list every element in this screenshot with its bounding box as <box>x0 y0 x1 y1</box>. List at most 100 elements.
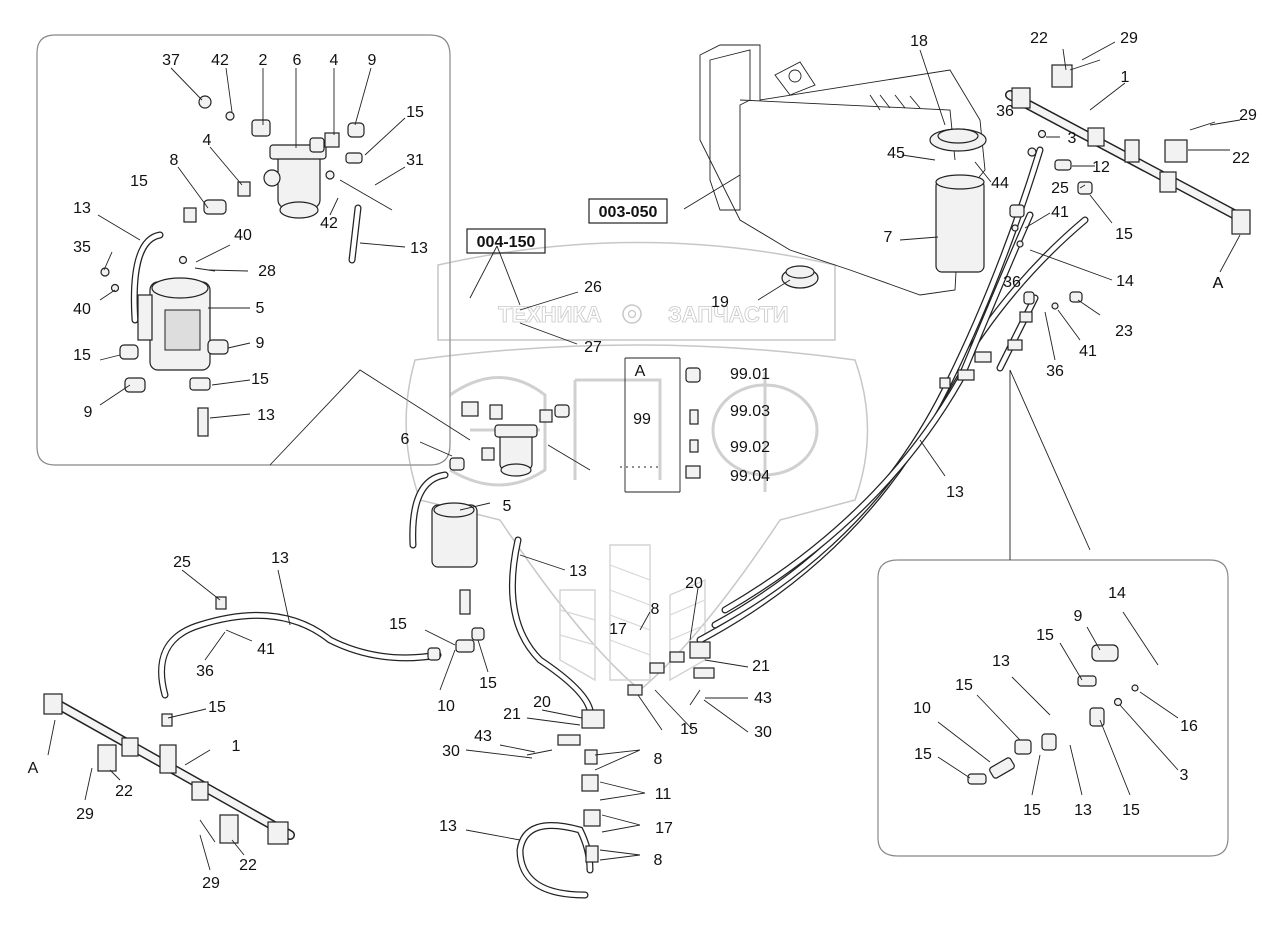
callout-rail-left: 36 <box>196 663 214 680</box>
watermark: ТЕХНИКА ЗАПЧАСТИ <box>405 241 869 691</box>
callout-topleft: 37 <box>162 52 180 69</box>
callout-tank: 45 <box>887 145 905 162</box>
callout-bottom-center: 21 <box>503 706 521 723</box>
callout-bottom-right: 15 <box>1122 802 1140 819</box>
clamp-22-right <box>1164 139 1188 163</box>
reference-labels: 003-050 004-150 <box>466 198 668 254</box>
detail-99-group: 99 <box>633 411 651 428</box>
filter-assembly-topleft <box>100 95 393 437</box>
detail-99-item: 99.03 <box>730 403 770 420</box>
fuel-tank <box>699 44 987 296</box>
callout-topleft: 2 <box>259 52 268 69</box>
frame-leader-bottom-right <box>1009 369 1091 560</box>
callout-topleft: 9 <box>84 404 93 421</box>
callout-topleft: 13 <box>73 200 91 217</box>
callout-topleft: 15 <box>73 347 91 364</box>
tank-fittings <box>939 129 1093 389</box>
ref-box-004-150 <box>466 228 546 254</box>
callout-topleft: 15 <box>406 104 424 121</box>
callout-center: 17 <box>609 621 627 638</box>
clamp-22-left-b <box>219 814 239 844</box>
callout-tank: 41 <box>1079 343 1097 360</box>
callout-rail-left: 29 <box>76 806 94 823</box>
callout-tank: 15 <box>1115 226 1133 243</box>
callout-topleft: 40 <box>234 227 252 244</box>
callout-bottom-right: 15 <box>1023 802 1041 819</box>
callout-bottom-center: 8 <box>654 751 663 768</box>
callout-bottom-right: 13 <box>992 653 1010 670</box>
callout-bottom-right: 14 <box>1108 585 1126 602</box>
callout-rail-left: 25 <box>173 554 191 571</box>
callout-center: 43 <box>754 690 772 707</box>
callout-center: 6 <box>401 431 410 448</box>
callout-topleft: 28 <box>258 263 276 280</box>
callout-rail-left: 22 <box>115 783 133 800</box>
callout-bottom-center: 8 <box>654 852 663 869</box>
leader-lines <box>47 41 1241 871</box>
view-label-a-right: A <box>1213 275 1224 292</box>
watermark-brand-right: ЗАПЧАСТИ <box>668 302 789 327</box>
callout-topleft: 15 <box>130 173 148 190</box>
callout-topleft: 4 <box>330 52 339 69</box>
callout-tank: 14 <box>1116 273 1134 290</box>
callout-topleft: 9 <box>256 335 265 352</box>
callout-rail-left: 29 <box>202 875 220 892</box>
clamp-22-upper <box>1051 64 1073 88</box>
callout-bottom-center: 30 <box>442 743 460 760</box>
callout-bottom-center: 17 <box>655 820 673 837</box>
callout-bottom-right: 15 <box>914 746 932 763</box>
callout-topleft: 13 <box>410 240 428 257</box>
clamp-22-left-a <box>97 744 117 772</box>
callout-topleft: 4 <box>203 132 212 149</box>
callout-rail-left: 15 <box>389 616 407 633</box>
rail-right <box>1005 59 1251 235</box>
callout-rail-right: 29 <box>1239 107 1257 124</box>
callout-rail-left: 41 <box>257 641 275 658</box>
callout-rail-left: 13 <box>271 550 289 567</box>
callout-center: 26 <box>584 279 602 296</box>
ref-box-003-050 <box>588 198 668 224</box>
callout-topleft: 15 <box>251 371 269 388</box>
callout-bottom-right: 16 <box>1180 718 1198 735</box>
callout-bottom-center: 13 <box>439 818 457 835</box>
detail-99-title: A <box>635 363 646 380</box>
hoses <box>130 146 1089 899</box>
ref-004-150: 004-150 <box>477 234 536 251</box>
ref-003-050: 003-050 <box>599 204 658 221</box>
fittings-bottom-right-detail <box>967 644 1139 785</box>
callout-topleft: 42 <box>320 215 338 232</box>
callout-topleft: 31 <box>406 152 424 169</box>
callout-tank: 12 <box>1092 159 1110 176</box>
callout-center: 20 <box>685 575 703 592</box>
callout-topleft: 13 <box>257 407 275 424</box>
callout-center: 8 <box>651 601 660 618</box>
callout-rail-left: 15 <box>208 699 226 716</box>
callout-center: 15 <box>680 721 698 738</box>
callout-topleft: 40 <box>73 301 91 318</box>
view-labels: A A <box>28 275 1224 777</box>
detail-99-item: 99.04 <box>730 468 770 485</box>
callout-topleft: 35 <box>73 239 91 256</box>
callout-tank: 25 <box>1051 180 1069 197</box>
callout-tank: 41 <box>1051 204 1069 221</box>
callout-tank: 36 <box>996 103 1014 120</box>
callout-rail-left: 10 <box>437 698 455 715</box>
detail-box-99-labels: A 99 99.01 99.03 99.02 99.04 <box>633 363 770 485</box>
view-label-a-left: A <box>28 760 39 777</box>
callout-tank: 19 <box>711 294 729 311</box>
detail-99-item: 99.02 <box>730 439 770 456</box>
callout-bottom-right: 3 <box>1180 767 1189 784</box>
callout-center: 5 <box>503 498 512 515</box>
detail-box-99 <box>620 357 701 493</box>
callout-bottom-center: 20 <box>533 694 551 711</box>
watermark-brand-left: ТЕХНИКА <box>498 302 602 327</box>
callout-topleft: 5 <box>256 300 265 317</box>
frame-leader-top-left <box>269 369 471 466</box>
detail-frame-bottom-right <box>877 559 1229 857</box>
callout-tank: 3 <box>1068 130 1077 147</box>
gear-icon <box>622 304 642 324</box>
callout-rail-right: A <box>1213 275 1224 292</box>
callout-tank: 23 <box>1115 323 1133 340</box>
